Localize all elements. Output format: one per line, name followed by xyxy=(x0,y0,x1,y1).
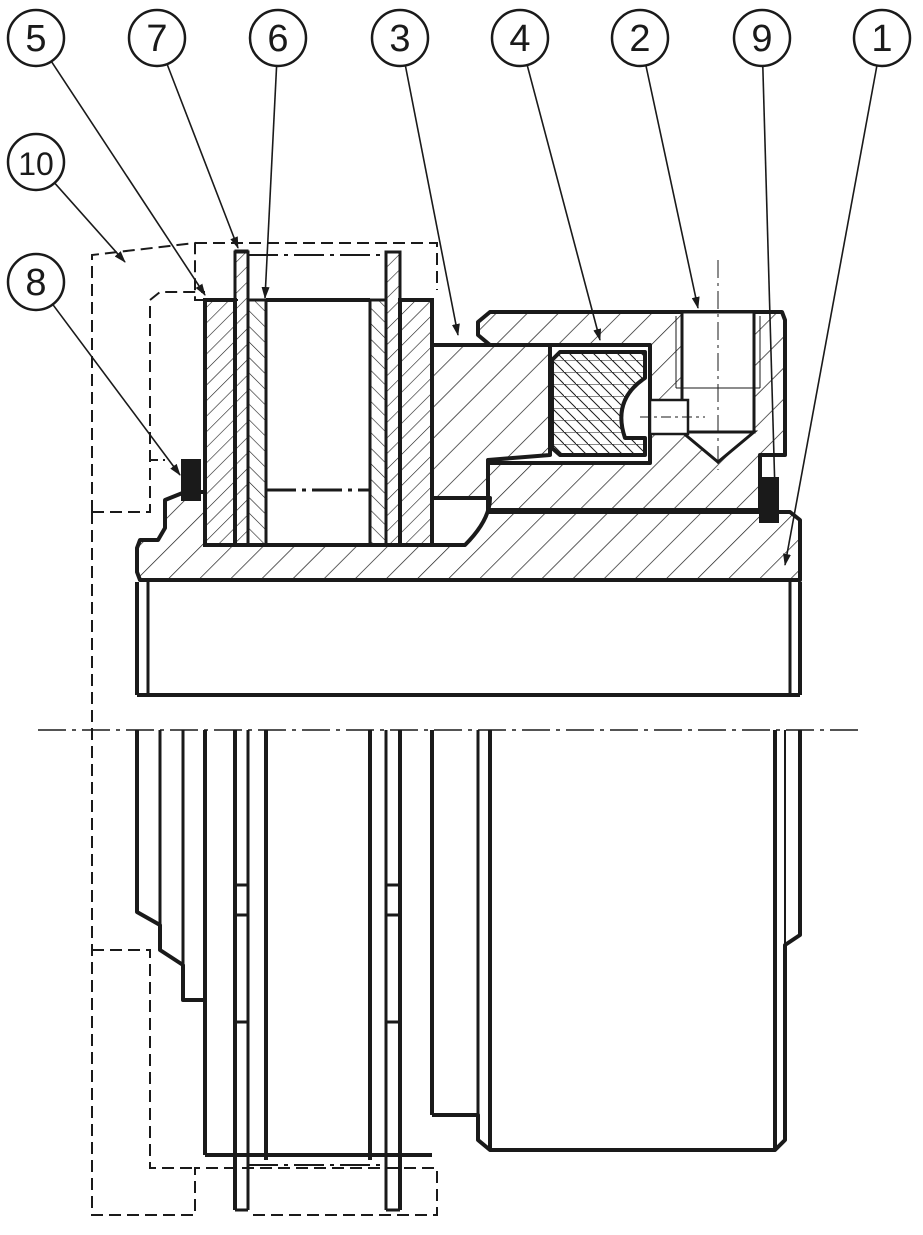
callout-label-7: 7 xyxy=(146,18,167,60)
callout-label-10: 10 xyxy=(18,146,54,182)
callout-label-2: 2 xyxy=(629,18,650,60)
steel-plate-left-body xyxy=(233,250,250,547)
friction-disk-left-outer xyxy=(203,298,237,547)
lower-enclosure-inner xyxy=(92,949,195,1169)
friction-disk-right-outer xyxy=(398,298,434,547)
callout-circle-4 xyxy=(490,8,550,68)
callout-leader-8 xyxy=(52,303,181,476)
callout-circle-8 xyxy=(6,252,66,312)
callout-leader-1 xyxy=(783,65,878,566)
callout-circle-1 xyxy=(852,8,912,68)
callout-circle-6 xyxy=(248,8,308,68)
callout-leader-5 xyxy=(50,60,206,296)
steel-plate-right-body xyxy=(384,250,402,547)
callout-label-8: 8 xyxy=(25,262,46,304)
lower-hub-outline xyxy=(135,730,207,1155)
callout-label-5: 5 xyxy=(25,18,46,60)
callout-circle-7 xyxy=(127,8,187,68)
lower-enclosure-dashed xyxy=(91,512,438,1216)
callout-leader-4 xyxy=(526,64,602,341)
callout-leader-2 xyxy=(645,65,700,309)
callout-leader-9 xyxy=(762,65,779,493)
callout-circle-2 xyxy=(610,8,670,68)
callout-leader-3 xyxy=(404,65,460,336)
lower-housing xyxy=(432,730,802,1152)
callout-label-3: 3 xyxy=(389,18,410,60)
callout-circle-3 xyxy=(370,8,430,68)
callout-circle-5 xyxy=(6,8,66,68)
callout-circle-9 xyxy=(732,8,792,68)
callout-leader-10 xyxy=(54,182,126,263)
piston-body xyxy=(550,350,647,457)
callout-label-6: 6 xyxy=(267,18,288,60)
callout-label-9: 9 xyxy=(751,18,772,60)
seal-left xyxy=(181,459,201,501)
callout-label-1: 1 xyxy=(871,18,892,60)
friction-disk-right-inner xyxy=(368,298,388,547)
enclosure-inner-dashed xyxy=(92,291,205,513)
friction-disk-left-inner xyxy=(246,298,268,547)
enclosure-top-dashed xyxy=(195,242,438,290)
hub-section xyxy=(135,490,802,582)
callout-leader-7 xyxy=(166,63,239,249)
callout-leader-6 xyxy=(261,65,278,299)
callout-circle-10 xyxy=(6,132,66,192)
callout-label-4: 4 xyxy=(509,18,530,60)
callout-layer: 5 7 6 3 4 2 9 1 10 8 xyxy=(6,8,912,566)
